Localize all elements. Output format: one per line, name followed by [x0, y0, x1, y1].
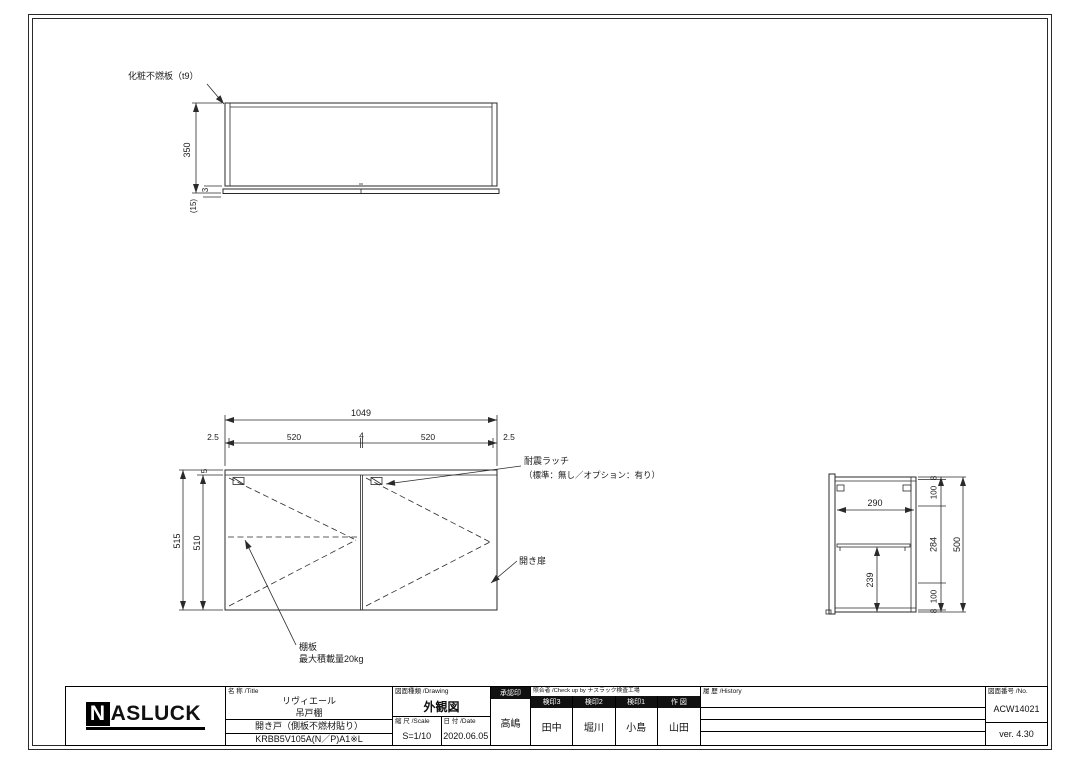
dim-350-label: 350 — [182, 142, 192, 157]
name-header: 名 称 /Title — [228, 688, 259, 695]
number-header: 図面番号 /No. — [988, 688, 1028, 695]
drawing-number: ACW14021 — [993, 704, 1040, 714]
sheet-border — [28, 14, 1052, 750]
product-spec: 開き戸（側板不燃材貼り） — [226, 719, 392, 733]
dim-510-label: 510 — [192, 535, 202, 550]
dim-4-label: 4 — [359, 431, 364, 441]
drawing-type-column: 図面種類 /Drawing 外観図 縮 尺 /Scale S=1/10 日 付 … — [393, 687, 491, 745]
history-row — [701, 732, 985, 745]
top-view-outline — [222, 102, 500, 194]
logo-cell: N ASLUCK — [66, 687, 226, 745]
title-name-column: 名 称 /Title リヴィエール 吊戸棚 開き戸（側板不燃材貼り） KRBB5… — [226, 687, 393, 745]
check1-stamp: 小島 — [616, 708, 658, 745]
dim-3-label: 3 — [201, 187, 210, 192]
dim-5-label: 5 — [200, 468, 209, 473]
approval-column: 承認印 高嶋 — [491, 687, 531, 745]
front-view-outline — [224, 469, 498, 611]
scale-value: S=1/10 — [402, 730, 432, 741]
model-number: KRBB5V105A(N／P)A1※L — [226, 733, 392, 745]
check-column: 照合者 /Check up by ナスラック検査工場 検印3 検印2 検印1 作… — [531, 687, 701, 745]
dim-2p5-left-label: 2.5 — [207, 432, 219, 442]
title-block: N ASLUCK 名 称 /Title リヴィエール 吊戸棚 開き戸（側板不燃材… — [65, 686, 1048, 746]
dim-100-bottom-label: 100 — [930, 589, 939, 603]
door-swing-lines — [228, 477, 491, 607]
side-view-inner-dimensions: 290 239 — [837, 498, 914, 612]
front-view-width-dimensions: 1049 2.5 520 4 520 2.5 — [207, 408, 515, 466]
dim-8-bottom-label: 8 — [930, 608, 939, 613]
drawing-number-column: 図面番号 /No. ACW14021 ver. 4.30 — [986, 687, 1047, 745]
dim-8-top-label: 8 — [930, 475, 939, 480]
history-header: 履 歴 /History — [703, 688, 742, 695]
check3-header: 検印3 — [531, 696, 574, 708]
shelf-note-label: 最大積載量20kg — [299, 653, 364, 664]
front-view-height-dimensions: 5 515 510 — [172, 468, 223, 611]
history-column: 履 歴 /History — [701, 687, 986, 745]
history-row — [701, 696, 985, 708]
door-label: 開き扉 — [519, 555, 546, 566]
approval-stamp: 高嶋 — [500, 718, 521, 730]
check2-header: 検印2 — [573, 696, 616, 708]
top-view-dimensions: 350 3 (15) — [182, 102, 222, 214]
seismic-latch-symbol-left — [232, 477, 245, 485]
check3-stamp: 田中 — [531, 708, 574, 745]
front-view: 1049 2.5 520 4 520 2.5 5 515 510 耐震ラッチ （… — [172, 408, 660, 664]
dim-1049-label: 1049 — [351, 408, 371, 418]
drawing-header: 図面種類 /Drawing — [395, 688, 449, 695]
dim-15-label: (15) — [189, 199, 198, 214]
dim-100-top-label: 100 — [930, 485, 939, 499]
date-header: 日 付 /Date — [443, 718, 476, 725]
product-series: リヴィエール — [281, 696, 336, 706]
version-label: ver. 4.30 — [986, 722, 1047, 745]
logo-n-mark: N — [85, 702, 110, 726]
logo-text: ASLUCK — [110, 702, 202, 725]
dim-284-label: 284 — [929, 537, 939, 552]
front-view-annotations: 耐震ラッチ （標準：無し／オプション：有り） 開き扉 棚板 最大積載量20kg — [244, 455, 660, 664]
history-row — [701, 720, 985, 732]
side-view: 290 239 8 100 284 100 8 500 — [825, 473, 966, 615]
date-value: 2020.06.05 — [443, 730, 489, 741]
side-view-outline — [825, 473, 917, 615]
product-type: 吊戸棚 — [295, 708, 323, 718]
dim-520-left-label: 520 — [287, 432, 301, 442]
side-view-right-dimensions: 8 100 284 100 8 500 — [918, 475, 966, 613]
approval-header: 承認印 — [491, 687, 530, 699]
dim-290-label: 290 — [867, 498, 882, 508]
latch-label: 耐震ラッチ — [524, 455, 569, 466]
scale-header: 縮 尺 /Scale — [395, 718, 430, 725]
history-row — [701, 708, 985, 720]
scale-cell: 縮 尺 /Scale S=1/10 — [393, 717, 442, 745]
dim-520-right-label: 520 — [421, 432, 435, 442]
dim-239-label: 239 — [865, 572, 875, 587]
dim-2p5-right-label: 2.5 — [503, 432, 515, 442]
check-header: 照合者 /Check up by ナスラック検査工場 — [533, 688, 640, 694]
dim-515-label: 515 — [172, 533, 182, 548]
check2-stamp: 堀川 — [573, 708, 616, 745]
latch-note-label: （標準：無し／オプション：有り） — [524, 470, 660, 480]
drafter-stamp: 山田 — [668, 723, 689, 734]
drawing-type-value: 外観図 — [423, 699, 460, 714]
dim-500-label: 500 — [952, 537, 962, 552]
date-cell: 日 付 /Date 2020.06.05 — [442, 717, 491, 745]
top-view: 350 3 (15) 化粧不燃板（t9） — [128, 70, 500, 214]
drafter-header: 作 図 — [657, 696, 700, 708]
check1-header: 検印1 — [615, 696, 658, 708]
shelf-label: 棚板 — [299, 641, 317, 652]
nasluck-logo: N ASLUCK — [85, 702, 206, 730]
top-view-annotations: 化粧不燃板（t9） — [128, 70, 225, 105]
panel-note-label: 化粧不燃板（t9） — [128, 70, 199, 81]
